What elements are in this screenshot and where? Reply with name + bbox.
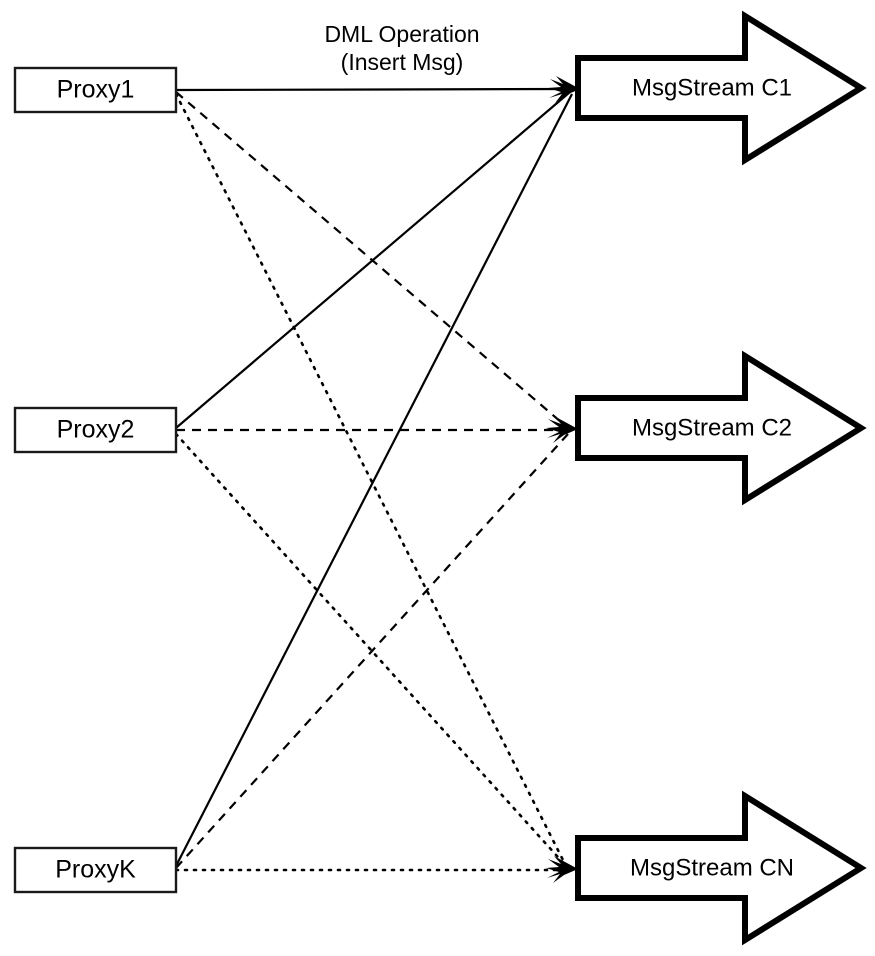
stream-arrow-shape-stream_c2 <box>575 350 867 506</box>
edge-label-dml-operation: DML Operation <box>324 21 479 47</box>
edge-proxy2-to-stream_cn <box>174 432 568 868</box>
arrowhead-head_cn <box>546 856 578 883</box>
arrowheads-layer <box>546 76 580 883</box>
proxy-node-proxy1[interactable]: Proxy1 <box>13 66 178 114</box>
edge-proxy1-to-stream_cn <box>174 92 568 868</box>
edge-label-insert-msg: (Insert Msg) <box>341 49 464 75</box>
edges-layer <box>174 87 573 872</box>
edge-proxyk-to-stream_c1 <box>175 93 573 867</box>
edge-label-group: DML Operation (Insert Msg) <box>324 21 479 75</box>
proxy-label-proxy1: Proxy1 <box>57 76 135 104</box>
proxy-node-proxyk[interactable]: ProxyK <box>13 846 178 894</box>
proxy-box-proxy2 <box>13 406 178 454</box>
stream-label-stream_c1: MsgStream C1 <box>632 74 792 101</box>
proxy-label-proxy2: Proxy2 <box>57 416 135 444</box>
stream-node-stream_c2[interactable]: MsgStream C2 <box>575 350 867 506</box>
stream-arrow-shape-stream_cn <box>575 790 867 946</box>
proxy-node-proxy2[interactable]: Proxy2 <box>13 406 178 454</box>
stream-node-stream_cn[interactable]: MsgStream CN <box>575 790 867 946</box>
proxy-box-proxy1 <box>13 66 178 114</box>
arrowhead-head_c1 <box>548 76 580 103</box>
stream-arrow-shape-stream_c1 <box>575 10 867 166</box>
proxy-label-proxyk: ProxyK <box>55 856 136 884</box>
stream-label-stream_cn: MsgStream CN <box>630 854 794 881</box>
edge-proxyk-to-stream_c2 <box>175 433 569 869</box>
edge-proxy2-to-stream_c1 <box>175 91 571 429</box>
stream-label-stream_c2: MsgStream C2 <box>632 414 792 441</box>
arrowhead-head_c2 <box>546 416 578 443</box>
streams-layer: MsgStream C1 MsgStream C2 MsgStream CN <box>575 10 867 946</box>
edge-proxy1-to-stream_c1 <box>175 87 571 92</box>
proxy-box-proxyk <box>13 846 178 894</box>
stream-node-stream_c1[interactable]: MsgStream C1 <box>575 10 867 166</box>
